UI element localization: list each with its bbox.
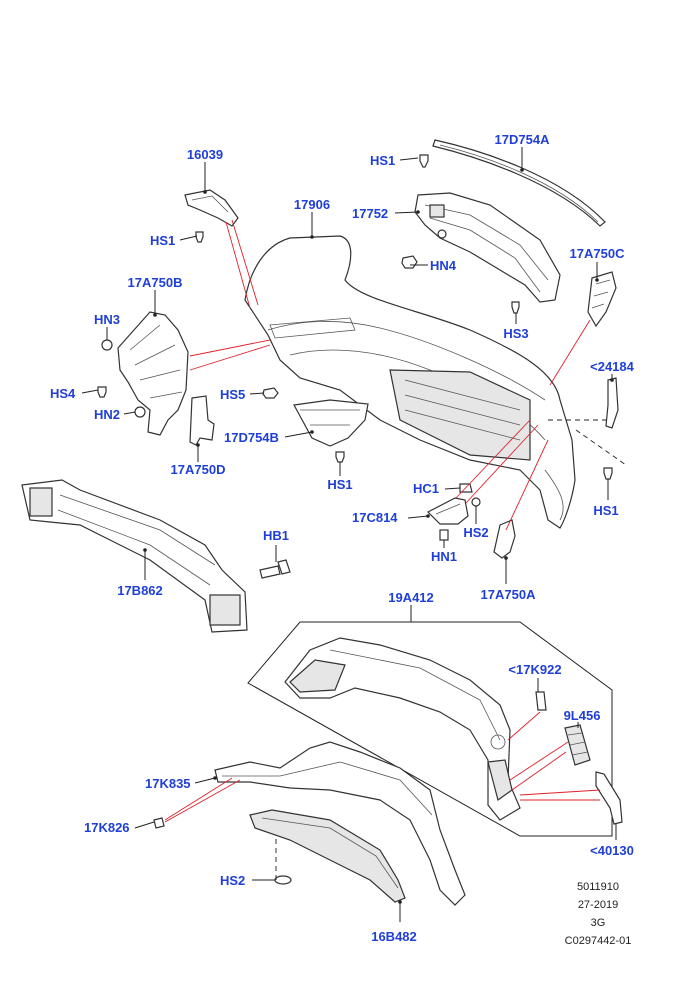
part-17906-bumper-cover [244,235,576,529]
label-17K922: <17K922 [508,662,561,677]
label-hb1: HB1 [263,528,289,543]
label-17D754B: 17D754B [224,430,279,445]
part-17B862-beam [21,479,248,633]
label-17A750C: 17A750C [570,246,626,261]
diagram-reference-block: 5011910 27-2019 3G C0297442-01 [565,881,632,947]
reference-line-4: C0297442-01 [565,935,632,947]
part-24184-bracket [605,377,619,429]
fastener-hs1-top [419,154,429,168]
fastener-hn2 [134,406,146,418]
fastener-hs3 [511,301,520,314]
label-hn2: HN2 [94,407,120,422]
label-hs1-mid: HS1 [327,477,352,492]
label-17D754A: 17D754A [495,132,551,147]
fastener-hb1 [259,559,291,579]
label-40130: <40130 [590,843,634,858]
fastener-hs1-right [603,467,613,480]
fastener-hn1 [439,529,449,541]
label-16B482: 16B482 [371,929,417,944]
label-17C814: 17C814 [352,510,398,525]
label-hs4: HS4 [50,386,76,401]
part-17A750D-bracket [189,395,215,446]
label-hn3: HN3 [94,312,120,327]
label-19A412: 19A412 [388,590,434,605]
reference-lines [164,219,601,823]
dashed-guide-lines [275,419,627,880]
label-hc1: HC1 [413,481,439,496]
reference-line-1: 5011910 [577,881,619,893]
leader-dots [143,168,614,904]
assembly-19A412-frame [247,621,613,837]
fastener-hs1-mid [335,451,345,463]
part-17A750B-bracket [117,311,189,436]
part-17D754A-strip [432,139,606,227]
label-hs2-mid: HS2 [463,525,488,540]
fastener-hn4 [401,255,418,269]
fastener-17K826 [153,817,165,829]
label-hs2-bottom: HS2 [220,873,245,888]
label-hs3: HS3 [503,326,528,341]
part-17K835-trim [214,741,466,906]
label-17A750A: 17A750A [481,587,537,602]
reference-line-3: 3G [591,917,606,929]
label-17B862: 17B862 [117,583,163,598]
label-hs1-left: HS1 [150,233,175,248]
part-labels: 16039 17D754A HS1 17906 17752 HS1 HN4 17… [50,132,635,944]
part-17C814-bracket [426,497,469,525]
label-hs1-right: HS1 [593,503,618,518]
label-17K826: 17K826 [84,820,130,835]
label-17A750D: 17A750D [171,462,226,477]
part-17752-energy-absorber [414,192,561,303]
label-17906: 17906 [294,197,330,212]
label-17A750B: 17A750B [128,275,183,290]
reference-line-2: 27-2019 [578,899,618,911]
part-17A750C-bracket [587,271,617,328]
part-17A750A-bracket [493,519,516,559]
fastener-hs2-bottom [274,875,292,885]
label-24184: <24184 [590,359,635,374]
part-19A412-valance [284,637,521,821]
label-9L456: 9L456 [564,708,601,723]
label-hn1: HN1 [431,549,457,564]
label-16039: 16039 [187,147,223,162]
fastener-hs2-mid [471,497,481,507]
label-17K835: 17K835 [145,776,191,791]
part-9L456-grille [564,724,591,766]
label-hs5: HS5 [220,387,245,402]
fastener-hn3 [101,339,113,351]
fastener-hs5 [262,387,279,399]
fastener-hs4 [97,386,107,398]
part-16039-bracket [184,189,239,227]
label-17752: 17752 [352,206,388,221]
part-40130-reflector [595,771,623,825]
part-16B482-skid-plate [249,809,406,903]
part-17K922-clip [535,691,547,711]
part-17D754B-bracket [293,399,369,447]
label-hs1-top: HS1 [370,153,395,168]
label-hn4: HN4 [430,258,457,273]
fastener-hs1-left [195,231,204,243]
